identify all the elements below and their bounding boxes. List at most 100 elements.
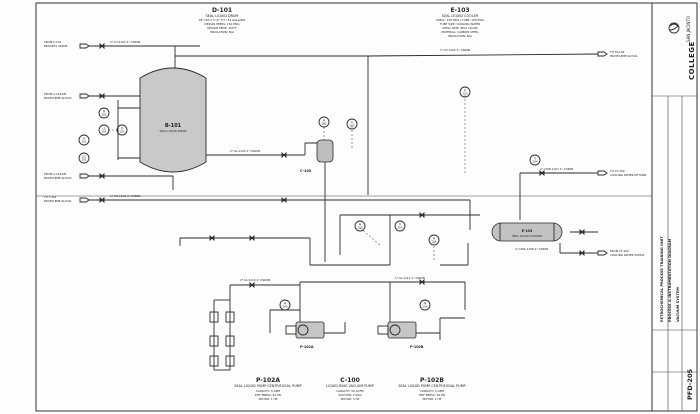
process-piping <box>89 45 599 371</box>
pi-102-tag-line-0: PI <box>323 119 326 123</box>
d101-spec-0: 18" DIA X 5'-0" T/T / 54 GALLONS <box>199 18 246 22</box>
fi-103-tag-line-1: 103 <box>463 92 468 96</box>
e103-spec-0: SHELL: 150 PSIG / TUBE: 150 PSIG <box>436 18 484 22</box>
e103-spec-4: INSULATION: N/A <box>448 34 472 38</box>
pi-102-tag-line-1: 102 <box>322 122 327 126</box>
svg-text:2"-CWR-1107-1"-CS60N: 2"-CWR-1107-1"-CS60N <box>540 167 573 171</box>
svg-text:TO TK-102: TO TK-102 <box>609 50 625 54</box>
lic-101-tag-line-1: 101 <box>82 158 87 162</box>
pi-106-tag-line-1: 106 <box>423 305 428 309</box>
svg-text:PROPYLENE GLYCOL: PROPYLENE GLYCOL <box>44 96 72 100</box>
pi-104-tag-line-1: 104 <box>432 240 437 244</box>
title-line-2: PROCESS & INSTRUMENTATION DIAGRAM <box>668 238 672 322</box>
lic-101-tag-line-0: LIC <box>82 155 86 159</box>
fi-103-bubble <box>459 86 471 98</box>
svg-text:TO CT-100: TO CT-100 <box>609 169 625 173</box>
pi-104-tag-line-0: PI <box>433 237 436 241</box>
svg-text:DIFF PRESS: 40 PSI: DIFF PRESS: 40 PSI <box>419 393 446 397</box>
svg-text:C-100: C-100 <box>340 377 360 384</box>
strainers <box>209 311 235 367</box>
p102b-pump: P-102B <box>377 321 424 349</box>
e103-callout-top: E-103 SEAL LIQUID COOLER SHELL: 150 PSIG… <box>436 7 484 38</box>
e103-desc: SEAL LIQUID COOLER <box>442 14 479 18</box>
d101-callout-top: D-101 SEAL LIQUID DRUM 18" DIA X 5'-0" T… <box>199 7 246 34</box>
svg-text:FROM C-101A/B: FROM C-101A/B <box>44 92 66 96</box>
e103-spec-1: TUBE SIDE: COOLING WATER <box>439 22 480 26</box>
pi-101-tag-line-0: PI <box>103 110 106 114</box>
e103-spec-2: SHELL SIDE: SEAL LIQUID <box>442 26 478 30</box>
e103-mid-tag: E-103 <box>522 229 533 233</box>
b101-seal-liquid-drum: B-101 SEAL LIQUID DRUM <box>139 67 207 173</box>
ti-104-tag-line-1: 104 <box>533 160 538 164</box>
lg-101-tag-line-1: 101 <box>102 130 107 134</box>
pi-105-bubble <box>279 299 291 311</box>
d101-spec-1: DESIGN PRESS: 150 PSIG <box>204 22 239 26</box>
svg-text:TO T-101: TO T-101 <box>43 195 57 199</box>
svg-text:SUCTION: 2 PSIA: SUCTION: 2 PSIA <box>338 393 361 397</box>
d101-spec-2: DESIGN TEMP: 150°F <box>207 26 237 30</box>
p102a-callout-bottom: P-102A SEAL LIQUID PUMP CENTRIFUGAL PUMP… <box>234 377 301 401</box>
lt-101-bubble <box>78 134 90 146</box>
fi-103-tag-line-0: FI <box>464 89 466 93</box>
logo-top-text: SAN JACINTO <box>686 16 691 42</box>
svg-text:3"-VV-1101-1"-CS60N: 3"-VV-1101-1"-CS60N <box>110 40 140 44</box>
lic-101-bubble <box>78 152 90 164</box>
svg-text:2"-SL-1110-1"-CS60N: 2"-SL-1110-1"-CS60N <box>240 278 270 282</box>
svg-text:COOLING WATER RETURN: COOLING WATER RETURN <box>610 173 646 177</box>
c100-vacuum-pump: C-100 <box>300 139 334 173</box>
p102b-mid-tag: P-102B <box>410 345 424 349</box>
offpage-right-3: FROM CT-100 COOLING WATER SUPPLY <box>597 249 645 257</box>
pi-103-bubble <box>354 220 366 232</box>
p102a-pump: P-102A <box>285 321 325 349</box>
e103-mid-desc: SEAL LIQUID COOLER <box>512 234 542 238</box>
lt-101-tag-line-0: LT <box>83 137 86 141</box>
pi-106-bubble <box>419 299 431 311</box>
c100-mid-tag: C-100 <box>300 169 312 173</box>
svg-text:2"-CWS-1108-1"-CS60N: 2"-CWS-1108-1"-CS60N <box>515 247 548 251</box>
valves <box>99 42 585 289</box>
e103-tag: E-103 <box>450 7 469 14</box>
b101-desc: SEAL LIQUID DRUM <box>160 129 188 133</box>
svg-text:FROM C-101A/B: FROM C-101A/B <box>44 172 66 176</box>
ti-101-bubble <box>116 124 128 136</box>
svg-text:PROPYLENE GLYCOL: PROPYLENE GLYCOL <box>610 54 638 58</box>
offpage-left-2: FROM C-101A/B PROPYLENE GLYCOL <box>44 92 90 100</box>
p102b-callout-bottom: P-102B SEAL LIQUID PUMP CENTRIFUGAL PUMP… <box>398 377 465 401</box>
offpage-right-1: TO TK-102 PROPYLENE GLYCOL <box>597 50 638 58</box>
pi-106-tag-line-0: PI <box>424 302 427 306</box>
svg-text:1"-PG-1106-1"-CS60N: 1"-PG-1106-1"-CS60N <box>110 194 141 198</box>
svg-text:P-102B: P-102B <box>420 377 444 384</box>
svg-text:CAPACITY: 5 GPM: CAPACITY: 5 GPM <box>420 389 444 393</box>
ti-102-tag-line-0: TI <box>351 121 354 125</box>
svg-text:PROPYLENE GLYCOL: PROPYLENE GLYCOL <box>44 176 72 180</box>
svg-text:MOTOR: 1 HP: MOTOR: 1 HP <box>423 397 442 401</box>
drawing-number: PFD-205 <box>686 369 694 400</box>
sheet-border <box>35 2 698 412</box>
line-number-labels: 3"-VV-1101-1"-CS60N 3"-VV-1102-1"-CS60N … <box>110 40 573 282</box>
college-logo: SAN JACINTO COLLEGE <box>668 16 696 80</box>
svg-text:PROCESS VAPOR: PROCESS VAPOR <box>44 44 68 48</box>
svg-text:CAPACITY: 5 GPM: CAPACITY: 5 GPM <box>256 389 280 393</box>
svg-text:MOTOR: 1 HP: MOTOR: 1 HP <box>259 397 278 401</box>
e103-seal-liquid-cooler: E-103 SEAL LIQUID COOLER <box>491 222 563 242</box>
svg-text:FROM C-101: FROM C-101 <box>44 40 62 44</box>
svg-text:CAPACITY: 50 ACFM: CAPACITY: 50 ACFM <box>336 389 364 393</box>
instrument-bubbles <box>78 86 541 311</box>
pi-102-bubble <box>318 116 330 128</box>
d101-spec-3: INSULATION: N/A <box>210 30 234 34</box>
c100-callout-bottom: C-100 LIQUID RING VACUUM PUMP CAPACITY: … <box>326 377 374 401</box>
ti-103-tag-line-1: 103 <box>398 226 403 230</box>
pi-104-bubble <box>428 234 440 246</box>
offpage-left-4: TO T-101 PROPYLENE GLYCOL <box>43 195 90 203</box>
pi-105-tag-line-0: PI <box>284 302 287 306</box>
ti-104-tag-line-0: TI <box>534 157 537 161</box>
pi-103-tag-line-0: PI <box>359 223 362 227</box>
ti-102-tag-line-1: 102 <box>350 124 355 128</box>
pi-101-tag-line-1: 101 <box>102 113 107 117</box>
ti-103-bubble <box>394 220 406 232</box>
b101-tag: B-101 <box>165 123 182 129</box>
e103-spec-3: MATERIAL: CARBON STEEL <box>441 30 479 34</box>
